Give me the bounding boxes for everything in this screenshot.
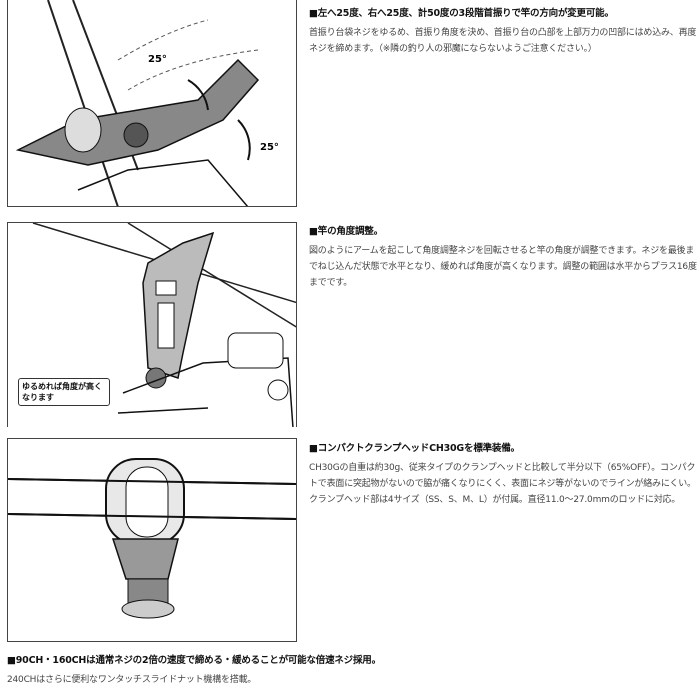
figure-swivel: 25° 25° bbox=[7, 0, 297, 207]
angle-label-left: 25° bbox=[148, 54, 167, 65]
section-heading: ■左へ25度、右へ25度、計50度の3段階首振りで竿の方向が変更可能。 bbox=[309, 8, 614, 19]
section-body: CH30Gの自重は約30g、従来タイプのクランプヘッドと比較して半分以下（65%… bbox=[309, 463, 696, 505]
section-heading: ■竿の角度調整。 bbox=[309, 226, 383, 237]
section-body: 首振り台袋ネジをゆるめ、首振り角度を決め、首振り台の凸部を上部万力の凹部にはめ込… bbox=[309, 28, 697, 54]
section-clamp: ■コンパクトクランプヘッドCH30Gを標準装備。 CH30Gの自重は約30g、従… bbox=[309, 440, 697, 508]
section-swivel: ■左へ25度、右へ25度、計50度の3段階首振りで竿の方向が変更可能。 首振り台… bbox=[309, 5, 697, 57]
section-body: 図のようにアームを起こして角度調整ネジを回転させると竿の角度が調整できます。ネジ… bbox=[309, 246, 697, 288]
callout-loosen: ゆるめれば角度が高くなります bbox=[18, 378, 110, 406]
figure-angle-adjust: ゆるめれば角度が高くなります bbox=[7, 222, 297, 427]
angle-label-right: 25° bbox=[260, 142, 279, 153]
section-heading: ■コンパクトクランプヘッドCH30Gを標準装備。 bbox=[309, 443, 520, 454]
section-angle: ■竿の角度調整。 図のようにアームを起こして角度調整ネジを回転させると竿の角度が… bbox=[309, 223, 697, 291]
figure-clamp-head bbox=[7, 438, 297, 642]
footer-heading: ■90CH・160CHは通常ネジの2倍の速度で締める・緩めることが可能な倍速ネジ… bbox=[7, 655, 381, 666]
clamp-head-illustration bbox=[8, 458, 296, 619]
section-fast-screw: ■90CH・160CHは通常ネジの2倍の速度で締める・緩めることが可能な倍速ネジ… bbox=[7, 652, 697, 688]
angle-adjust-illustration bbox=[32, 223, 296, 427]
swivel-illustration: 25° 25° bbox=[15, 0, 279, 206]
footer-body: 240CHはさらに便利なワンタッチスライドナット機構を搭載。 bbox=[7, 675, 257, 685]
